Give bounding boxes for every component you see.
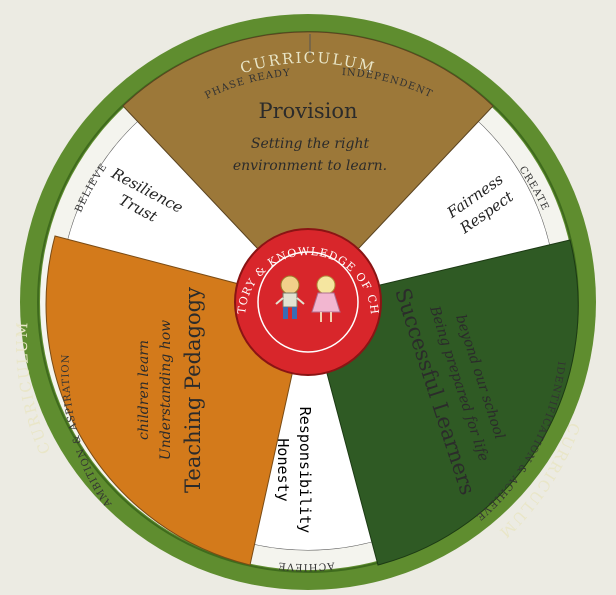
teaching-title: Teaching Pedagogy (181, 287, 205, 493)
teaching-line-1: Understanding how (158, 320, 174, 460)
provision-title: Provision (258, 99, 357, 123)
value-responsibility: Responsibility (296, 407, 314, 533)
teaching-line-2: children learn (136, 340, 152, 440)
value-honesty: Honesty (274, 438, 292, 501)
provision-line-1: Setting the right (251, 136, 370, 152)
provision-line-2: environment to learn. (233, 158, 387, 174)
